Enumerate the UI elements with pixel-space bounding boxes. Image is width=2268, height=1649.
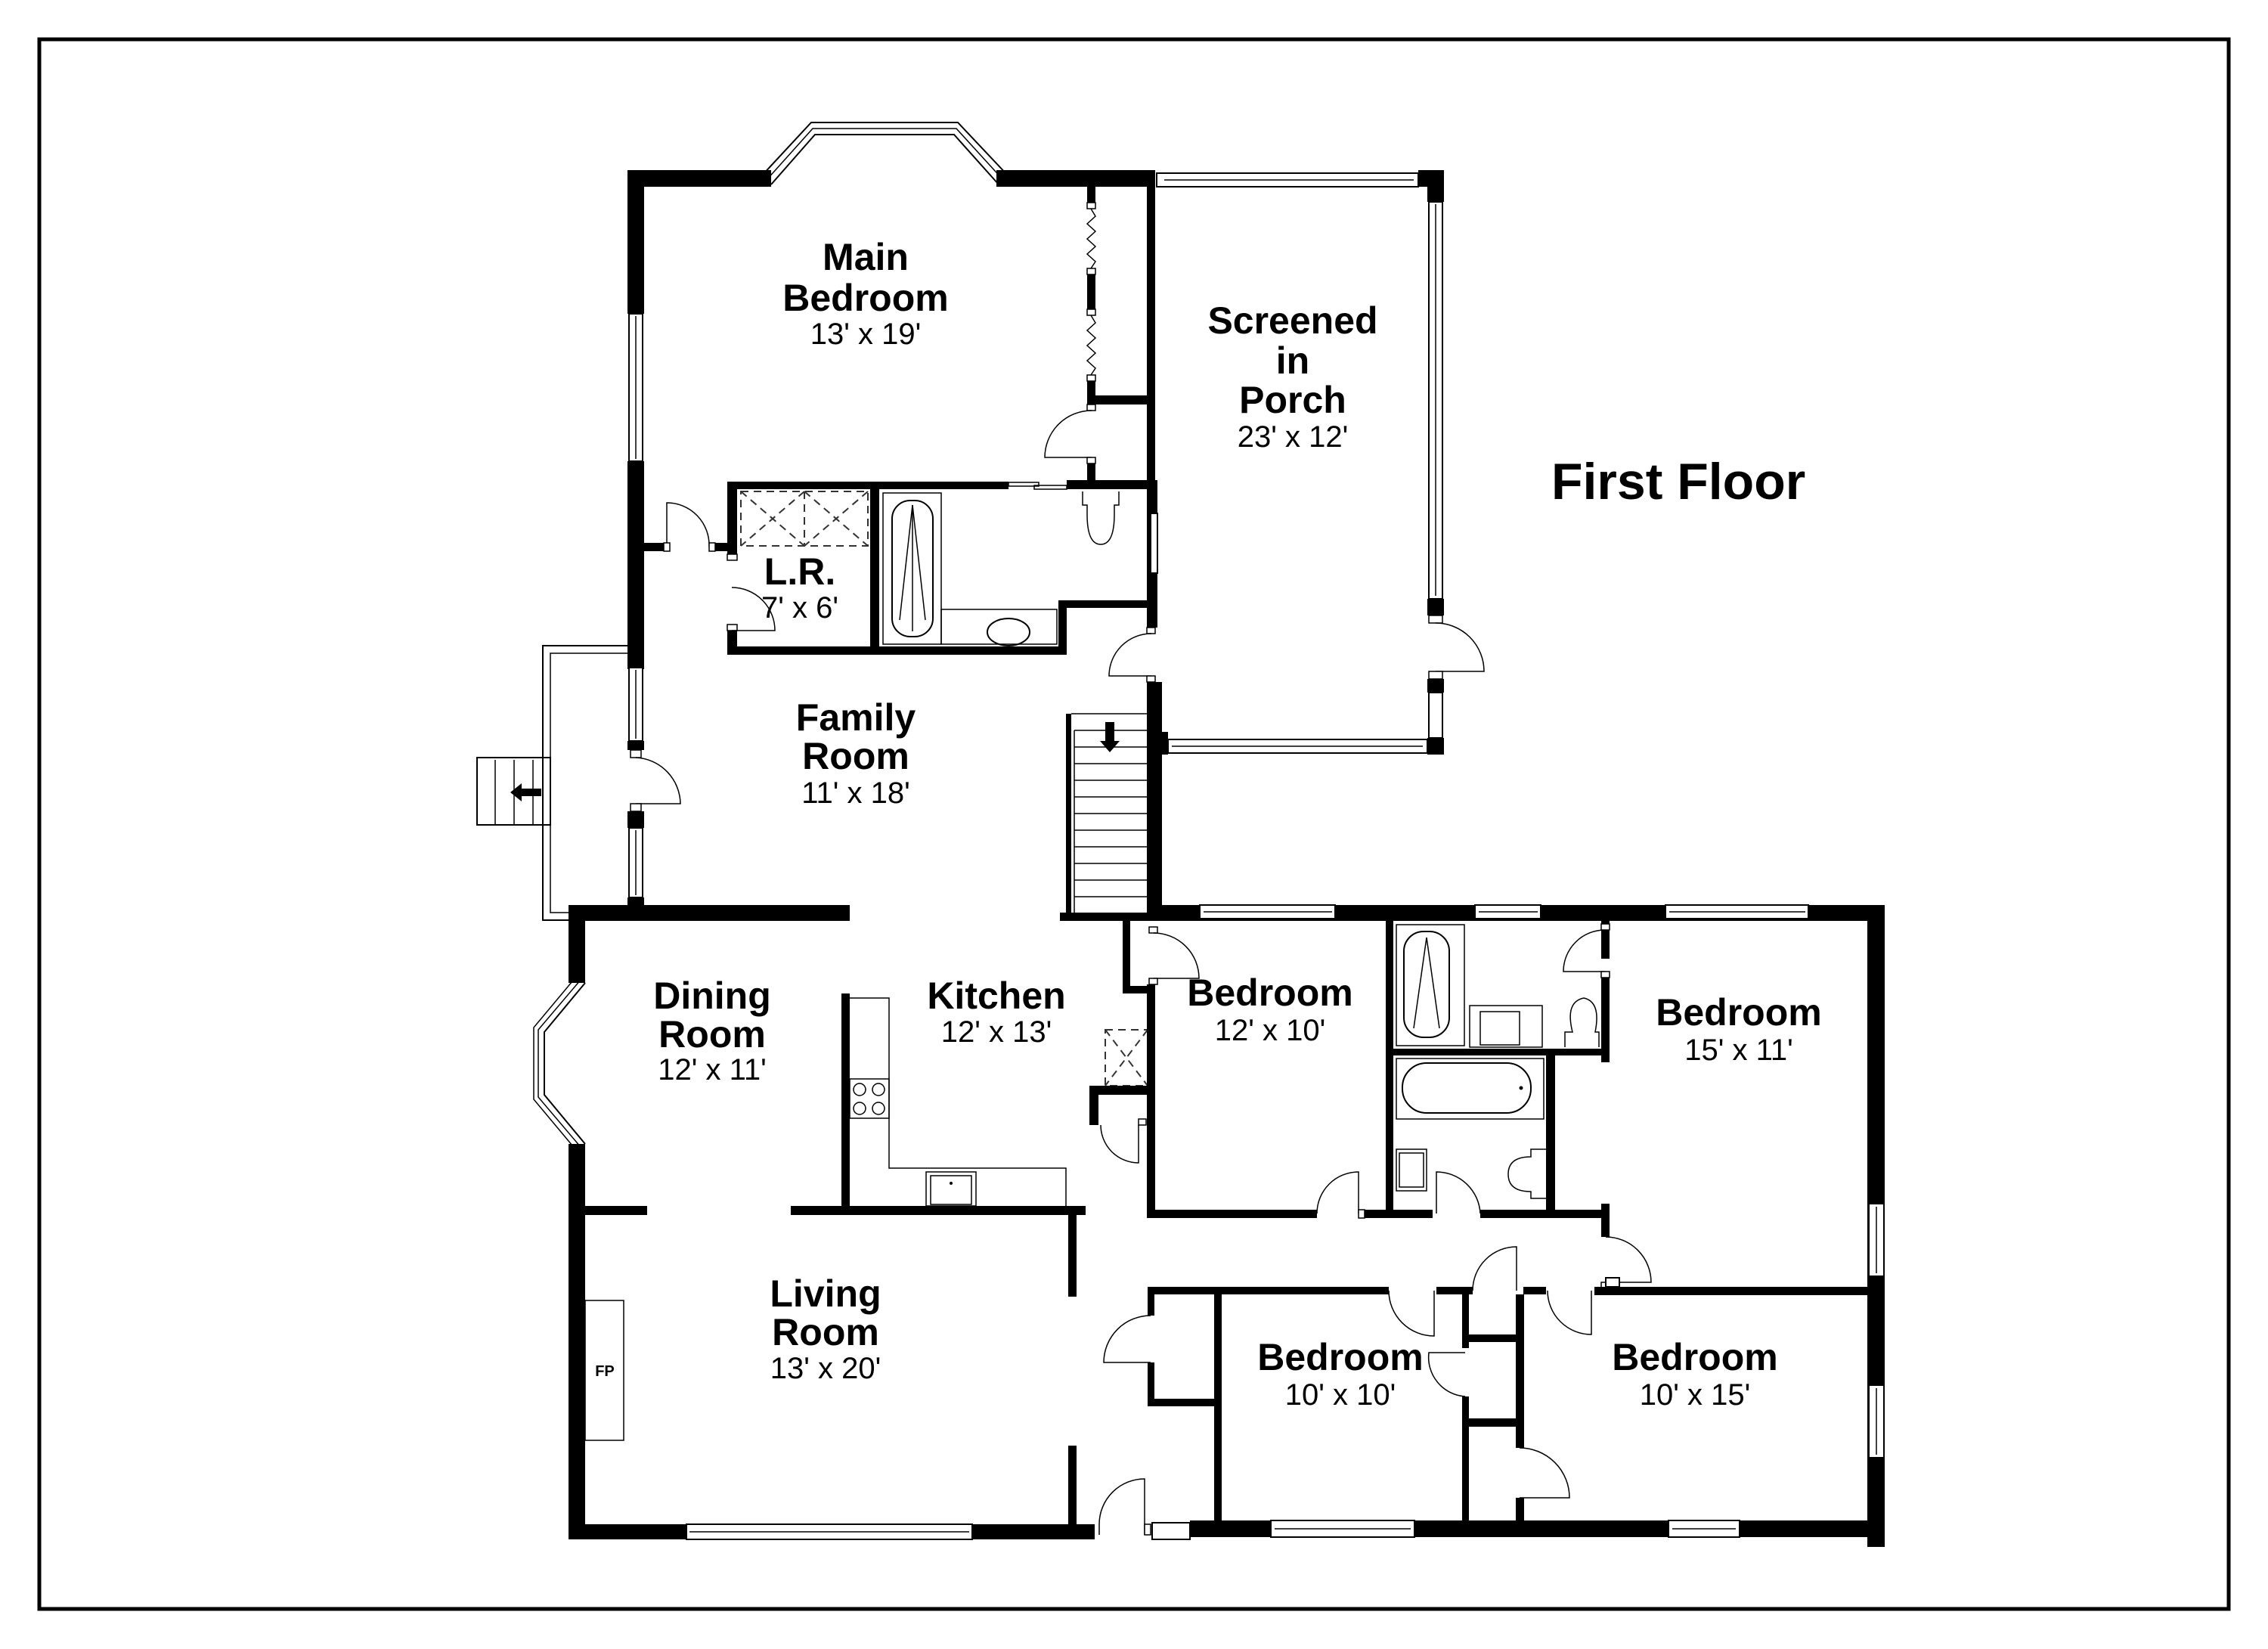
porch-dimensions: 23' x 12' (1238, 420, 1348, 454)
bedroom-b-dimensions: 15' x 11' (1684, 1034, 1793, 1067)
laundry-bath-walls (644, 480, 1158, 655)
main-bedroom-label: Main Bedroom 13' x 19' (782, 236, 948, 351)
fireplace (584, 1300, 624, 1441)
living-room-name-1: Living (770, 1272, 881, 1315)
screened-porch-label: Screened in Porch 23' x 12' (1207, 299, 1377, 454)
bedroom-d-dimensions: 10' x 15' (1640, 1378, 1750, 1412)
page-border (37, 37, 2231, 1611)
bedroom-a-name: Bedroom (1187, 972, 1352, 1014)
bedroom-d-name: Bedroom (1612, 1336, 1777, 1378)
bedroom-wing-walls (1103, 904, 1885, 1547)
main-bedroom-dimensions: 13' x 19' (810, 318, 921, 351)
main-bedroom-name-1: Main (823, 236, 909, 278)
dining-room-name-2: Room (658, 1013, 766, 1055)
stair-treads (1074, 730, 1147, 897)
porch-name-1: Screened (1207, 299, 1377, 342)
bedroom-d-label: Bedroom 10' x 15' (1612, 1336, 1777, 1412)
bedroom-b-name: Bedroom (1656, 991, 1821, 1034)
family-room-dimensions: 11' x 18' (801, 776, 910, 810)
floor-title: First Floor (1551, 453, 1805, 510)
bedroom-a-label: Bedroom 12' x 10' (1187, 972, 1352, 1047)
dining-kitchen-living-walls (533, 905, 1271, 1540)
kitchen-label: Kitchen 12' x 13' (927, 975, 1065, 1049)
dining-room-label: Dining Room 12' x 11' (653, 975, 771, 1086)
family-room-label: Family Room 11' x 18' (796, 696, 916, 810)
dining-room-name-1: Dining (653, 975, 771, 1017)
family-room-name-1: Family (796, 696, 916, 739)
family-room-walls (476, 645, 1198, 921)
stairs-down-arrow-icon (1100, 722, 1120, 752)
laundry-dimensions: 7' x 6' (761, 591, 838, 625)
room-labels: Main Bedroom 13' x 19' Screened in Porch… (595, 236, 1822, 1412)
living-room-label: Living Room 13' x 20' (770, 1272, 881, 1385)
porch-name-3: Porch (1239, 379, 1346, 421)
bedroom-a-dimensions: 12' x 10' (1215, 1014, 1325, 1047)
living-room-dimensions: 13' x 20' (770, 1352, 881, 1385)
main-bedroom-walls (627, 122, 1155, 669)
bedroom-b-label: Bedroom 15' x 11' (1656, 991, 1821, 1067)
bedroom-c-label: Bedroom 10' x 10' (1257, 1336, 1423, 1412)
porch-walls (1108, 170, 1485, 920)
kitchen-dimensions: 12' x 13' (941, 1015, 1052, 1049)
laundry-name: L.R. (764, 550, 835, 593)
deck-stairs-arrow-icon (510, 783, 541, 801)
bedroom-c-name: Bedroom (1257, 1336, 1423, 1378)
family-room-name-2: Room (802, 735, 909, 777)
dining-room-dimensions: 12' x 11' (658, 1053, 767, 1086)
kitchen-name: Kitchen (927, 975, 1065, 1017)
porch-name-2: in (1276, 339, 1309, 382)
main-bedroom-name-2: Bedroom (782, 277, 948, 319)
laundry-label: L.R. 7' x 6' (761, 550, 838, 625)
living-room-name-2: Room (772, 1311, 879, 1353)
bedroom-c-dimensions: 10' x 10' (1285, 1378, 1396, 1412)
fireplace-label: FP (595, 1363, 615, 1380)
